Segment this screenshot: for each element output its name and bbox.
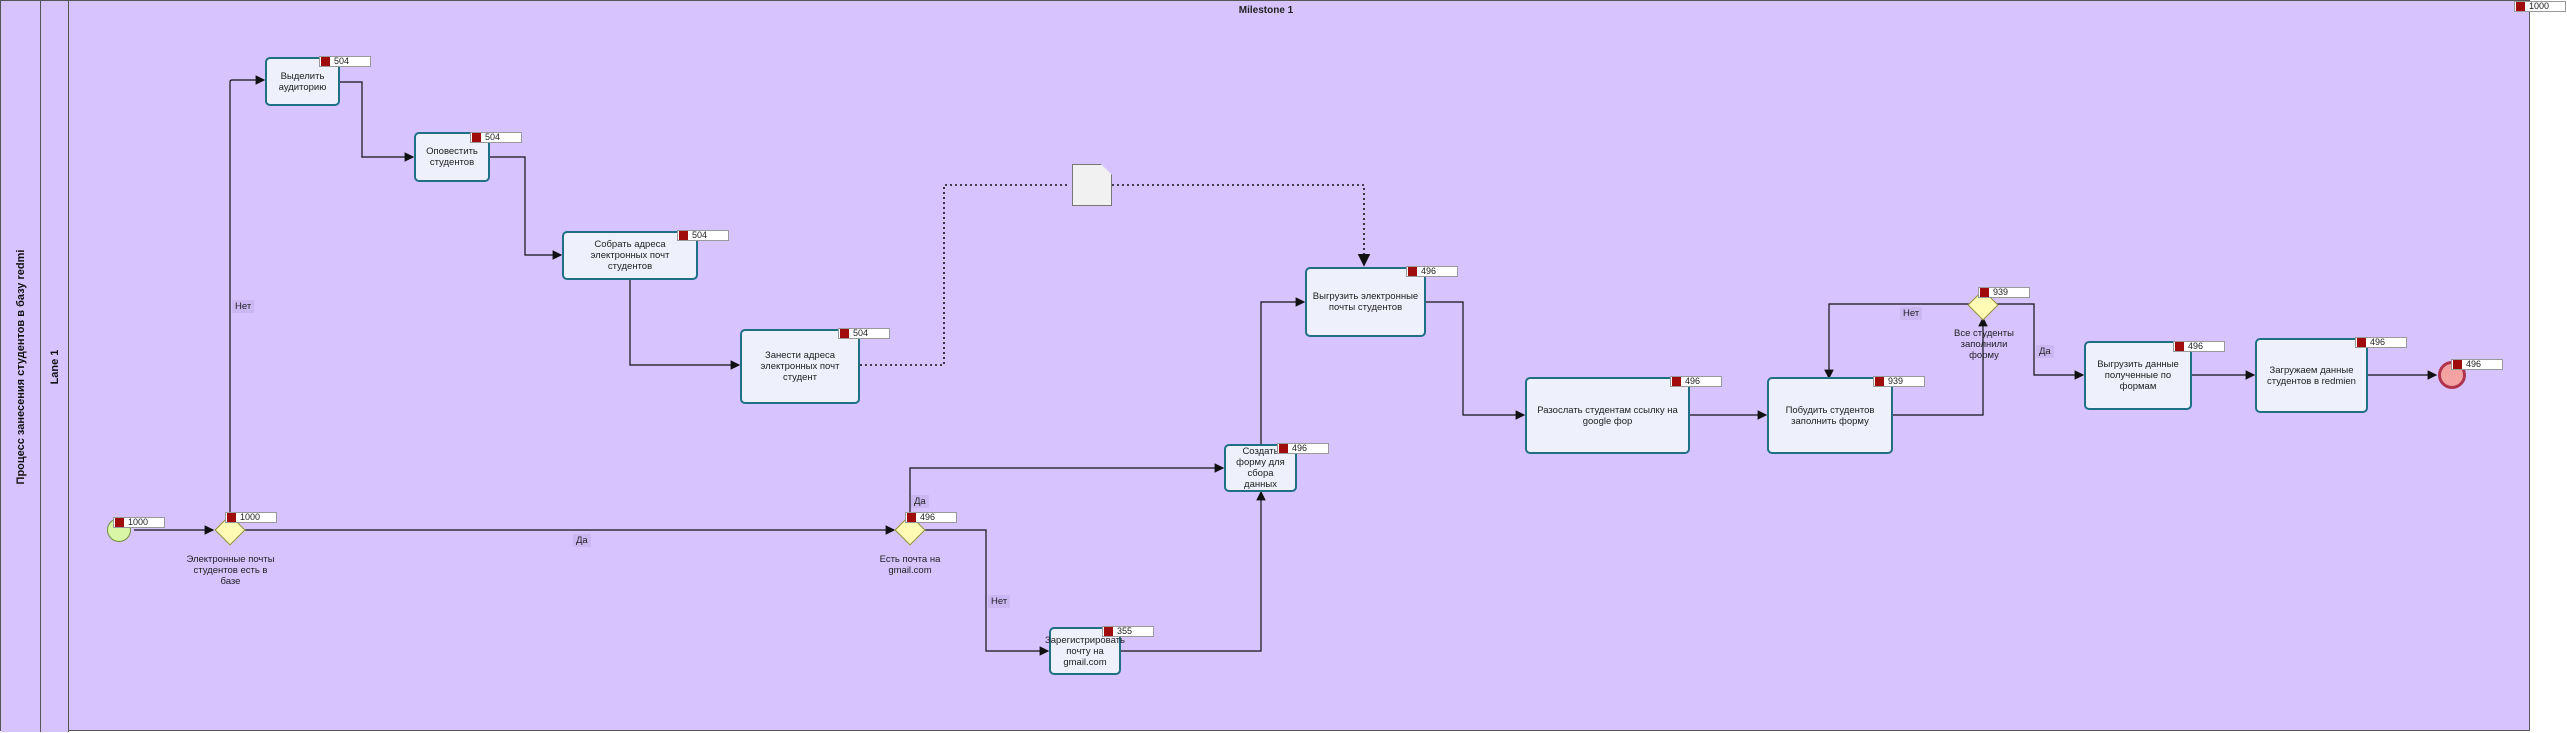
flow-label-yes: Да xyxy=(911,495,929,508)
start-event-badge: 1000 xyxy=(113,517,165,528)
flow-g3-no xyxy=(1824,303,1970,380)
gateway-label: Электронные почты студентов есть в базе xyxy=(186,554,275,587)
task-badge: 939 xyxy=(1873,376,1925,387)
task-badge: 504 xyxy=(319,56,371,67)
task-register-gmail[interactable]: Зарегистрировать почту на gmail.com xyxy=(1045,627,1125,675)
task-label: Разослать студентам ссылку на google фор xyxy=(1537,404,1678,427)
task-label: Выгрузить данные полученные по формам xyxy=(2097,359,2179,392)
flow-label-yes: Да xyxy=(573,534,591,547)
task-load-redmine[interactable]: Загружаем данные студентов в redmien xyxy=(2255,338,2368,413)
task-badge: 355 xyxy=(1102,626,1154,637)
gateway-badge: 1000 xyxy=(225,512,277,523)
gateway-badge: 496 xyxy=(905,512,957,523)
task-label: Выгрузить электронные почты студентов xyxy=(1312,291,1419,313)
task-label: Создать форму для сбора данных xyxy=(1236,446,1285,490)
pool-badge: 1000 xyxy=(2514,1,2566,12)
task-badge: 504 xyxy=(677,230,729,241)
association-doc-t7 xyxy=(1112,184,1371,267)
flow-g2-no xyxy=(924,529,1050,656)
task-badge: 496 xyxy=(2173,341,2225,352)
task-badge: 496 xyxy=(1277,443,1329,454)
task-collect-emails[interactable]: Собрать адреса электронных почт студенто… xyxy=(562,231,698,280)
task-badge: 496 xyxy=(1406,266,1458,277)
task-export-form-data[interactable]: Выгрузить данные полученные по формам xyxy=(2084,341,2192,410)
flow-label-yes: Да xyxy=(2036,345,2054,358)
flow-t6-t5 xyxy=(1121,490,1266,652)
gateway-label: Есть почта на gmail.com xyxy=(879,554,941,576)
task-label: Побудить студентов заполнить форму xyxy=(1785,404,1875,427)
task-label: Зарегистрировать почту на gmail.com xyxy=(1045,634,1125,668)
flow-g1-no xyxy=(229,75,266,519)
flow-t9-g3 xyxy=(1893,316,1988,416)
gateway-label: Все студенты заполнили форму xyxy=(1954,328,2014,361)
flow-t7-t8 xyxy=(1426,301,1526,420)
task-badge: 496 xyxy=(1670,376,1722,387)
task-allocate-room[interactable]: Выделить аудиторию xyxy=(265,57,340,106)
task-badge: 496 xyxy=(2355,337,2407,348)
task-send-form-link[interactable]: Разослать студентам ссылку на google фор xyxy=(1525,377,1690,454)
flow-label-no: Нет xyxy=(988,595,1011,608)
association-t4-doc xyxy=(860,184,1070,366)
task-create-form[interactable]: Создать форму для сбора данных xyxy=(1224,444,1297,492)
task-label: Загружаем данные студентов в redmien xyxy=(2267,364,2356,387)
data-object-document-icon[interactable] xyxy=(1072,164,1112,206)
flow-t2-t3 xyxy=(490,156,563,260)
task-export-emails[interactable]: Выгрузить электронные почты студентов xyxy=(1305,267,1426,337)
gateway-badge: 939 xyxy=(1978,287,2030,298)
pool-header[interactable]: Процесс занесения студентов в базу redmi xyxy=(1,1,41,732)
task-badge: 504 xyxy=(838,328,890,339)
flow-t3-t4 xyxy=(629,280,741,370)
flow-label-no: Нет xyxy=(232,300,255,313)
flow-label-no: Нет xyxy=(1900,307,1923,320)
flow-t1-t2 xyxy=(340,81,415,162)
lane-header[interactable]: Lane 1 xyxy=(41,1,69,732)
flow-g3-yes xyxy=(1996,303,2085,380)
flow-t5-t7 xyxy=(1260,297,1306,444)
task-label: Занести адреса электронных почт студент xyxy=(760,350,840,383)
task-label: Собрать адреса электронных почт студенто… xyxy=(590,239,670,272)
flow-g2-yes xyxy=(909,463,1225,519)
milestone-title: Milestone 1 xyxy=(1238,5,1294,16)
task-prompt-students[interactable]: Побудить студентов заполнить форму xyxy=(1767,377,1893,454)
task-label: Оповестить студентов xyxy=(426,146,478,168)
end-event-badge: 496 xyxy=(2451,359,2503,370)
task-label: Выделить аудиторию xyxy=(278,70,327,93)
task-badge: 504 xyxy=(470,132,522,143)
task-enter-emails[interactable]: Занести адреса электронных почт студент xyxy=(740,329,860,404)
